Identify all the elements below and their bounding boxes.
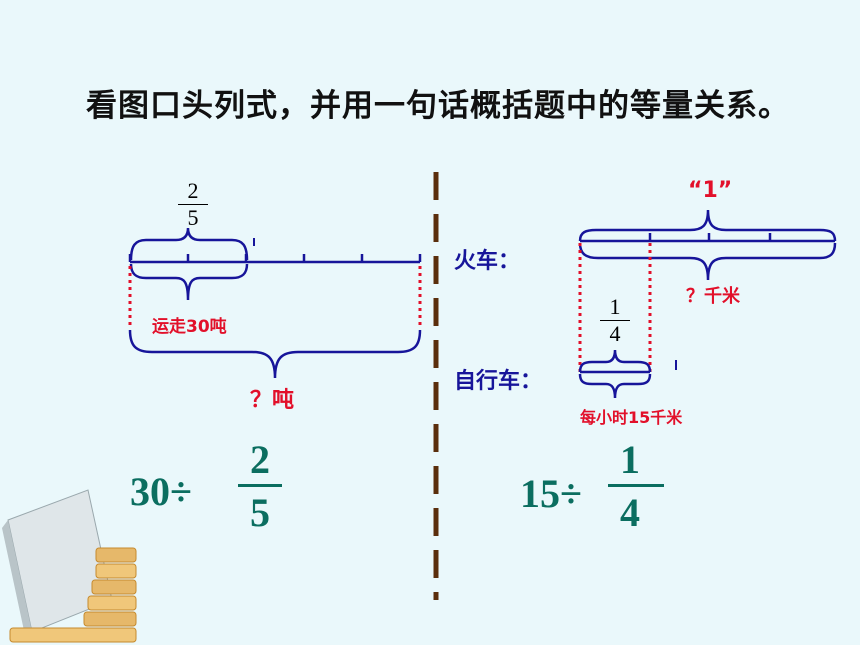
book-stack-icon (2, 489, 137, 643)
right-equation-bar (608, 484, 664, 487)
left-fraction-bar (178, 204, 208, 205)
one-label: “1” (688, 178, 733, 203)
left-top-brace (129, 227, 249, 261)
left-segment (128, 254, 422, 264)
left-equation-denominator: 5 (250, 490, 270, 535)
bike-top-brace (578, 349, 652, 373)
train-label: 火车： (454, 249, 521, 274)
left-fraction-denominator: 5 (187, 205, 199, 230)
left-equation-numerator: 2 (250, 437, 270, 482)
right-fraction-numerator: 1 (609, 294, 621, 319)
train-ticks (648, 233, 772, 241)
left-unknown-label: ？吨 (250, 388, 295, 413)
speed-label: 每小时15千米 (580, 408, 683, 427)
right-equation-dividend: 15÷ (520, 471, 582, 516)
left-fraction: 2 5 (178, 180, 208, 229)
right-unknown-label: ？千米 (686, 286, 740, 307)
transported-label: 运走30吨 (152, 317, 227, 337)
bike-label: 自行车： (454, 369, 543, 394)
right-fraction-denominator: 4 (609, 321, 621, 346)
left-equation-dividend: 30÷ (130, 469, 192, 514)
right-equation-fraction: 1 4 (608, 437, 664, 535)
train-top-brace (578, 209, 837, 242)
right-fraction: 1 4 (600, 296, 630, 345)
left-bottom-small-brace (129, 263, 249, 301)
left-equation-fraction: 2 5 (238, 440, 282, 533)
right-fraction-bar (600, 320, 630, 321)
page-title: 看图口头列式，并用一句话概括题中的等量关系。 (86, 88, 790, 124)
left-fraction-numerator: 2 (187, 178, 199, 203)
right-equation-denominator: 4 (620, 490, 640, 535)
right-equation-numerator: 1 (620, 437, 640, 482)
bike-bottom-brace (578, 373, 652, 399)
train-bottom-brace (578, 242, 837, 281)
left-equation-bar (238, 484, 282, 487)
left-big-brace (128, 329, 422, 379)
